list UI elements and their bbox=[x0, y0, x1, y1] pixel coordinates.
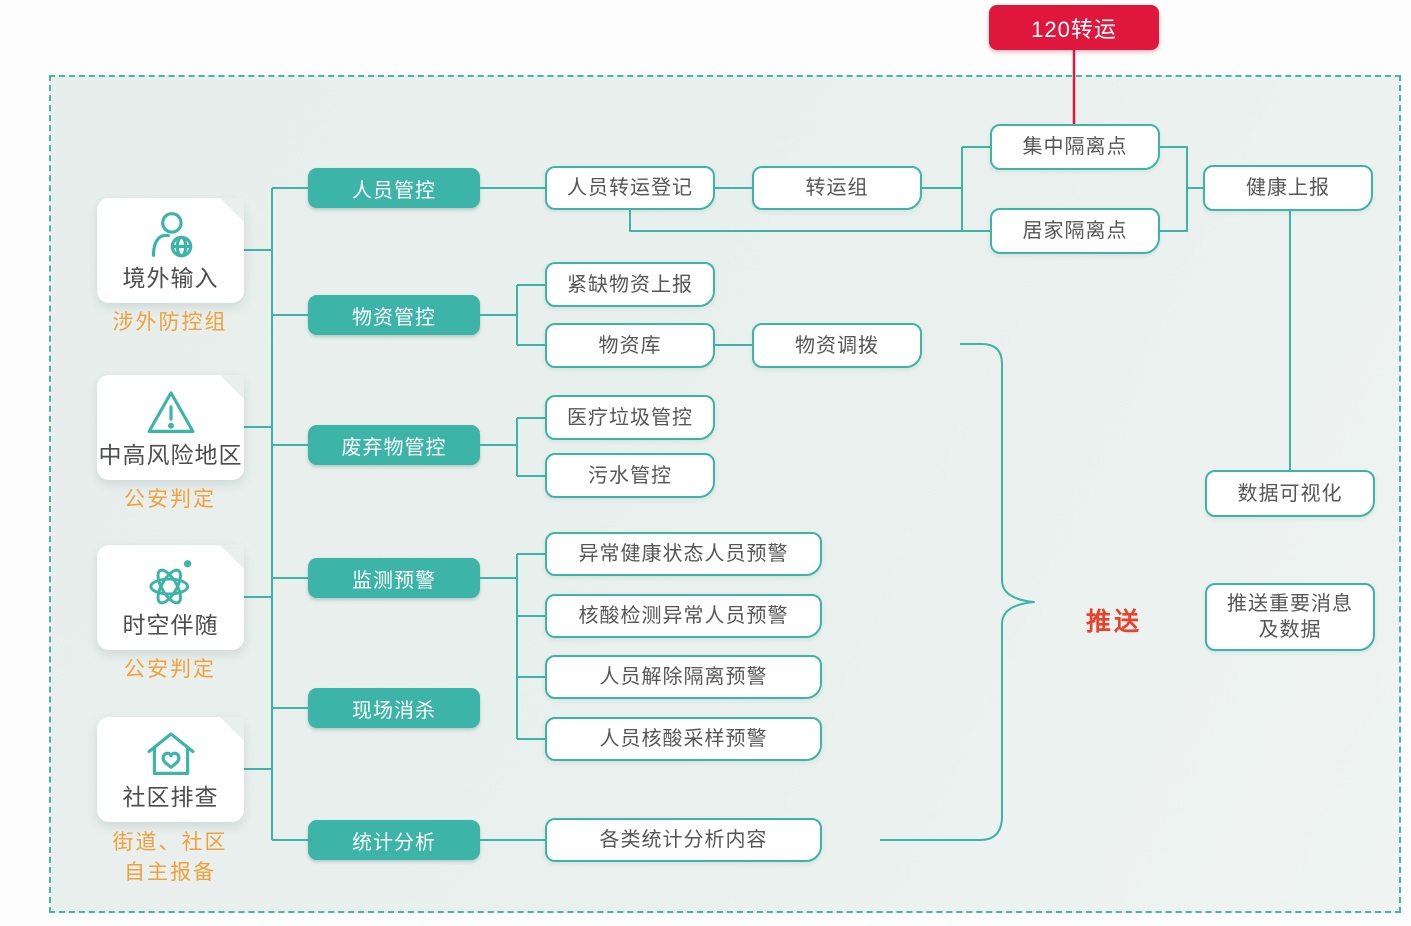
source-stub-lines bbox=[244, 249, 272, 770]
source-label: 时空伴随 bbox=[122, 612, 219, 638]
push-brace bbox=[880, 343, 1035, 841]
node-warning-nucleic-sampling: 人员核酸采样预警 bbox=[545, 717, 822, 761]
node-central-isolation: 集中隔离点 bbox=[990, 124, 1160, 170]
source-subtitle-line1: 街道、社区 bbox=[112, 831, 228, 854]
source-label: 境外输入 bbox=[122, 265, 219, 291]
node-warning-abnormal-health: 异常健康状态人员预警 bbox=[545, 532, 822, 576]
source-subtitle: 涉外防控组 bbox=[112, 311, 228, 334]
node-transfer-register: 人员转运登记 bbox=[545, 166, 715, 210]
source-subtitle: 公安判定 bbox=[124, 488, 216, 511]
node-supplies-allocation: 物资调拨 bbox=[752, 323, 922, 368]
push-label: 推送 bbox=[1086, 608, 1143, 636]
node-site-disinfection: 现场消杀 bbox=[308, 688, 480, 728]
node-statistics-content: 各类统计分析内容 bbox=[545, 818, 822, 862]
node-statistics-analysis: 统计分析 bbox=[308, 820, 480, 860]
house-heart-icon bbox=[143, 727, 199, 788]
dashed-boundary bbox=[49, 75, 1401, 913]
node-warning-abnormal-nucleic: 核酸检测异常人员预警 bbox=[545, 594, 822, 638]
push-message-line1: 推送重要消息 bbox=[1227, 593, 1353, 615]
node-home-isolation: 居家隔离点 bbox=[990, 208, 1160, 254]
node-health-report: 健康上报 bbox=[1203, 165, 1373, 211]
source-card-overseas-input: 境外输入 bbox=[97, 198, 244, 303]
link-warning-branch bbox=[480, 553, 545, 740]
link-register-homeisolation bbox=[629, 210, 990, 232]
source-label: 社区排查 bbox=[122, 784, 219, 810]
warning-triangle-icon bbox=[143, 385, 199, 446]
source-card-spacetime-companion: 时空伴随 bbox=[97, 545, 244, 650]
node-monitor-warning: 监测预警 bbox=[308, 558, 480, 598]
source-card-community-screening: 社区排查 bbox=[97, 717, 244, 822]
node-push-message: 推送重要消息 及数据 bbox=[1205, 583, 1375, 651]
function-stub-lines bbox=[272, 187, 308, 841]
link-supplies-branch bbox=[480, 284, 545, 346]
node-warning-release-isolation: 人员解除隔离预警 bbox=[545, 655, 822, 699]
node-waste-control: 废弃物管控 bbox=[308, 425, 480, 465]
source-subtitle: 公安判定 bbox=[124, 658, 216, 681]
source-label: 中高风险地区 bbox=[98, 442, 243, 468]
source-subtitle: 街道、社区 自主报备 bbox=[75, 828, 265, 889]
node-sewage-control: 污水管控 bbox=[545, 453, 715, 498]
link-isolation-healthreport bbox=[1160, 146, 1203, 232]
node-120-transfer: 120转运 bbox=[989, 5, 1159, 50]
link-waste-branch bbox=[480, 417, 545, 477]
node-data-visualization: 数据可视化 bbox=[1205, 470, 1375, 517]
person-globe-icon bbox=[143, 208, 199, 269]
node-transfer-group: 转运组 bbox=[752, 166, 922, 210]
node-personnel-control: 人员管控 bbox=[308, 168, 480, 208]
atom-icon bbox=[142, 555, 200, 616]
node-scarce-supplies-report: 紧缺物资上报 bbox=[545, 262, 715, 307]
source-subtitle-line2: 自主报备 bbox=[124, 861, 216, 885]
push-message-line2: 及数据 bbox=[1258, 619, 1322, 641]
node-supplies-warehouse: 物资库 bbox=[545, 323, 715, 368]
node-medical-waste-control: 医疗垃圾管控 bbox=[545, 395, 715, 440]
node-supplies-control: 物资管控 bbox=[308, 295, 480, 335]
source-card-risk-area: 中高风险地区 bbox=[97, 375, 244, 480]
link-transfergroup-isolation bbox=[922, 146, 990, 231]
